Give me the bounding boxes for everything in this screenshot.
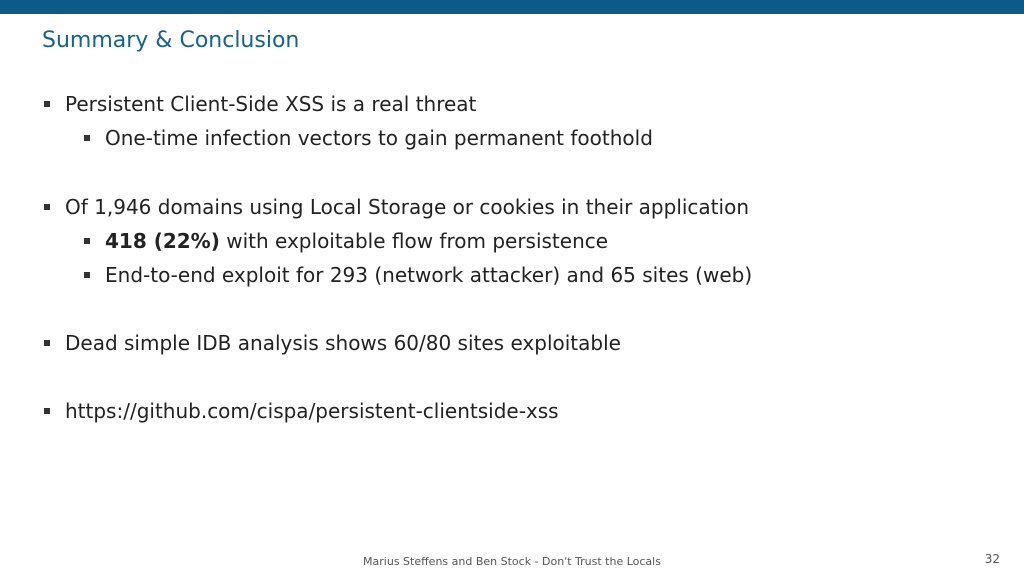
bullet-item: Persistent Client-Side XSS is a real thr… — [44, 92, 476, 116]
square-bullet-icon — [44, 340, 50, 346]
bullet-text: 418 (22%) with exploitable flow from per… — [105, 229, 608, 253]
link-text[interactable]: https://github.com/cispa/persistent-clie… — [65, 399, 559, 423]
sub-bullet-item: End-to-end exploit for 293 (network atta… — [84, 263, 752, 287]
bullet-text: One-time infection vectors to gain perma… — [105, 126, 653, 150]
footer-text: Marius Steffens and Ben Stock - Don't Tr… — [363, 555, 661, 568]
bullet-text: End-to-end exploit for 293 (network atta… — [105, 263, 753, 287]
square-bullet-icon — [84, 272, 90, 278]
bullet-text: Of 1,946 domains using Local Storage or … — [65, 195, 749, 219]
page-number: 32 — [984, 552, 1000, 566]
bullet-text-rest: with exploitable flow from persistence — [219, 229, 609, 253]
bullet-item: https://github.com/cispa/persistent-clie… — [44, 399, 559, 423]
square-bullet-icon — [44, 101, 50, 107]
square-bullet-icon — [84, 238, 90, 244]
bullet-text: Dead simple IDB analysis shows 60/80 sit… — [65, 331, 621, 355]
square-bullet-icon — [84, 135, 90, 141]
square-bullet-icon — [44, 408, 50, 414]
square-bullet-icon — [44, 204, 50, 210]
slide-title: Summary & Conclusion — [42, 28, 300, 53]
bullet-item: Of 1,946 domains using Local Storage or … — [44, 195, 749, 219]
bold-statistic: 418 (22%) — [105, 229, 220, 253]
sub-bullet-item: One-time infection vectors to gain perma… — [84, 126, 653, 150]
sub-bullet-item: 418 (22%) with exploitable flow from per… — [84, 229, 608, 253]
bullet-text: Persistent Client-Side XSS is a real thr… — [65, 92, 477, 116]
bullet-item: Dead simple IDB analysis shows 60/80 sit… — [44, 331, 621, 355]
header-bar — [0, 0, 1024, 14]
